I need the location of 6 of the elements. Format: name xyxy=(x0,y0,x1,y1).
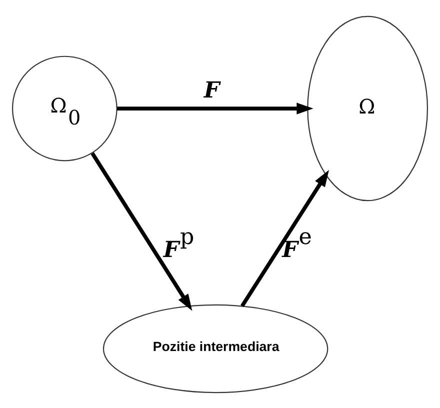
edge-label: F xyxy=(204,76,220,103)
arrow xyxy=(240,170,329,307)
node-ellipse: Ω xyxy=(307,15,428,201)
arrow xyxy=(90,152,192,310)
arrow xyxy=(117,102,314,114)
node-ellipse: Pozitie intermediara xyxy=(102,304,328,393)
